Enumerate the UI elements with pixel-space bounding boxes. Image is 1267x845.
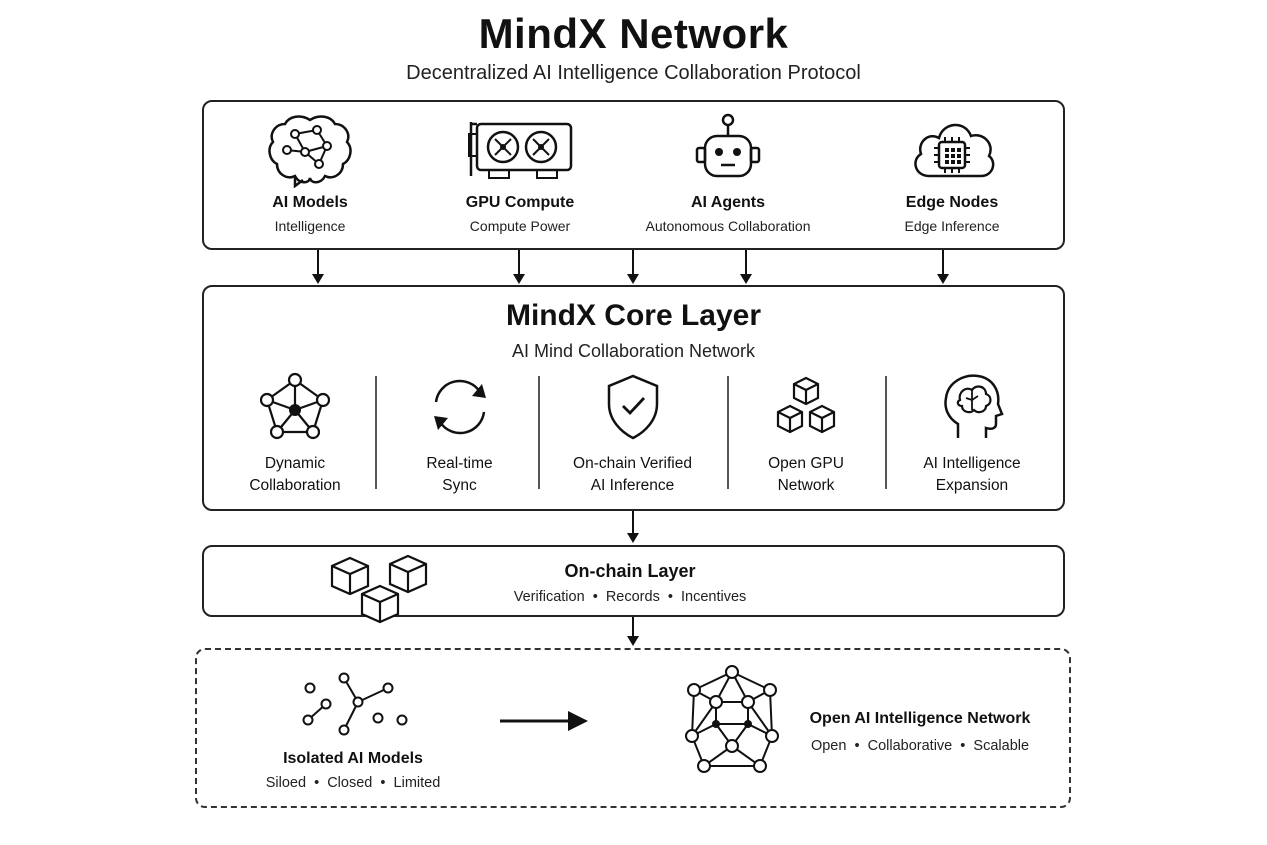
cubes-icon [776, 376, 836, 434]
feature-line1: Real-time [426, 455, 493, 472]
feature-line2: Sync [442, 477, 477, 494]
input-label: AI Models [272, 194, 348, 211]
pentagon-network-icon [259, 372, 331, 440]
flow-arrow [741, 250, 751, 284]
feature-line2: Collaboration [249, 477, 341, 494]
feature-onchain-verified: On-chain Verified AI Inference [550, 372, 715, 497]
flow-arrow [628, 617, 638, 646]
blockchain-cubes-icon [330, 554, 428, 624]
feature-line1: On-chain Verified [573, 455, 692, 472]
feature-line1: AI Intelligence [923, 455, 1021, 472]
feature-open-gpu-network: Open GPU Network [737, 372, 875, 497]
feature-realtime-sync: Real-time Sync [392, 372, 527, 497]
flow-arrow [313, 250, 323, 284]
input-label: AI Agents [690, 194, 766, 211]
feature-line1: Open GPU [768, 455, 844, 472]
input-sub: Autonomous Collaboration [645, 218, 811, 234]
transition-panel [195, 648, 1071, 808]
core-layer-title: MindX Core Layer [505, 299, 762, 332]
flow-arrow [514, 250, 524, 284]
page-title: MindX Network [478, 10, 789, 57]
feature-divider [727, 376, 729, 489]
open-network-label: Open AI Intelligence Network [809, 710, 1031, 727]
input-label: Edge Nodes [905, 194, 999, 211]
gpu-card-icon [468, 122, 573, 179]
page-subtitle: Decentralized AI Intelligence Collaborat… [406, 62, 861, 84]
mesh-network-icon [685, 665, 779, 773]
input-ai-models: AI Models Intelligence [240, 112, 380, 234]
feature-divider [885, 376, 887, 489]
input-ai-agents: AI Agents Autonomous Collaboration [638, 112, 818, 234]
flow-arrow [628, 511, 638, 543]
input-edge-nodes: Edge Nodes Edge Inference [882, 112, 1022, 234]
robot-icon [695, 113, 761, 178]
isolated-models-label: Isolated AI Models [283, 750, 423, 767]
inputs-panel [202, 100, 1065, 250]
feature-line2: Expansion [935, 477, 1009, 494]
core-layer-panel: MindX Core Layer AI Mind Collaboration N… [202, 285, 1065, 511]
feature-dynamic-collaboration: Dynamic Collaboration [225, 372, 365, 497]
onchain-layer-subtitle: Verification • Records • Incentives [513, 589, 747, 605]
input-sub: Intelligence [274, 218, 346, 234]
shield-check-icon [607, 374, 658, 440]
feature-line2: Network [777, 477, 835, 494]
feature-line1: Dynamic [264, 455, 326, 472]
onchain-layer-title: On-chain Layer [564, 561, 696, 581]
brain-network-icon [268, 115, 352, 188]
cloud-chip-icon [914, 123, 995, 178]
input-label: GPU Compute [465, 194, 575, 211]
sync-arrows-icon [433, 379, 486, 435]
open-network-sub: Open • Collaborative • Scalable [810, 738, 1030, 754]
input-gpu-compute: GPU Compute Compute Power [440, 112, 600, 234]
flow-arrow [628, 250, 638, 284]
input-sub: Compute Power [469, 218, 571, 234]
feature-ai-intelligence-expansion: AI Intelligence Expansion [897, 372, 1047, 497]
feature-divider [538, 376, 540, 489]
feature-line2: AI Inference [590, 477, 675, 494]
isolated-models-sub: Siloed • Closed • Limited [265, 775, 441, 791]
right-arrow-icon [500, 711, 588, 731]
onchain-layer-panel [202, 545, 1065, 617]
head-brain-icon [944, 374, 1004, 438]
scattered-nodes-icon [302, 672, 408, 736]
feature-divider [375, 376, 377, 489]
input-sub: Edge Inference [904, 218, 1000, 234]
flow-arrow [938, 250, 948, 284]
core-layer-subtitle: AI Mind Collaboration Network [511, 341, 756, 361]
